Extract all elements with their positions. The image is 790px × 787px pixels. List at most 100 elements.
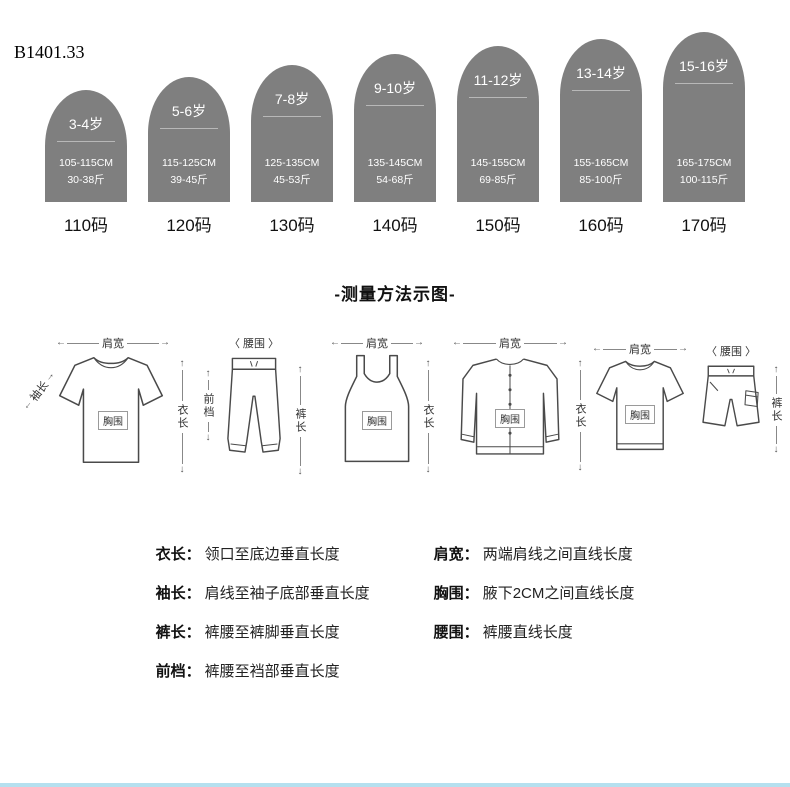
tshirt2-diagram: ← 肩宽 → 胸围 [588,341,692,501]
jacket-diagram: ← 肩宽 → 胸围 ↑ 衣长 ↓ [444,335,586,507]
height-range: 115-125CM [161,157,217,170]
definition-row: 前档： 裤腰至裆部垂直长度 [156,660,370,681]
age-range: 15-16岁 [679,58,729,74]
chest-label: 胸围 [495,409,525,428]
age-range: 9-10岁 [373,80,417,96]
weight-range: 30-38斤 [67,174,105,187]
measure-line [579,370,581,400]
definition-row: 胸围： 腋下2CM之间直线长度 [434,582,635,603]
weight-range: 85-100斤 [579,174,623,187]
definition-row: 腰围： 裤腰直线长度 [434,621,635,642]
jacket-outline-icon [460,358,560,455]
arch-top: 7-8岁 [254,89,330,117]
definition-text: 腋下2CM之间直线长度 [482,585,635,602]
measure-line [299,437,301,466]
age-range: 3-4岁 [68,116,104,132]
measure-line [775,376,777,394]
shoulder-label: 肩宽 [366,338,388,350]
pants-length-label: 裤长 [294,408,306,434]
measure-line [341,342,363,344]
arch-top: 15-16岁 [666,56,742,84]
specs: 125-135CM 45-53斤 [254,155,330,189]
shoulder-measure: ← 肩宽 → [56,335,170,351]
arch-top: 5-6岁 [151,101,227,129]
definition-row: 衣长： 领口至底边垂直长度 [156,543,370,564]
definition-row: 袖长： 肩线至袖子底部垂直长度 [156,582,370,603]
definitions: 衣长： 领口至底边垂直长度 袖长： 肩线至袖子底部垂直长度 裤长： 裤腰至裤脚垂… [0,543,790,699]
divider [675,83,733,84]
product-code: B1401.33 [14,42,85,62]
length-label: 衣长 [422,404,434,430]
specs: 135-145CM 54-68斤 [357,155,433,189]
pants-length-label: 裤长 [770,397,782,423]
definitions-right-column: 肩宽： 两端肩线之间直线长度 胸围： 腋下2CM之间直线长度 腰围： 裤腰直线长… [434,543,635,699]
arrow-right-icon: → [414,337,424,348]
divider [160,128,218,129]
size-column: 5-6岁 115-125CM 39-45斤 120码 [148,77,230,236]
arrow-right-icon: → [678,343,688,354]
definition-text: 裤腰直线长度 [482,624,573,641]
size-arch: 13-14岁 155-165CM 85-100斤 [560,39,642,202]
shorts-outline-icon [702,365,760,427]
measure-line [579,432,581,462]
arrow-left-icon: ← [56,337,66,348]
chest-label: 胸围 [625,405,655,424]
specs: 105-115CM 30-38斤 [48,155,124,189]
arrow-down-icon: ↓ [577,462,583,473]
measure-line [427,370,429,401]
size-arch: 5-6岁 115-125CM 39-45斤 [148,77,230,202]
shoulder-measure: ← 肩宽 → [330,335,424,351]
divider [263,116,321,117]
definition-text: 领口至底边垂直长度 [204,546,340,563]
arch-top: 13-14岁 [563,63,639,91]
definition-term: 裤长： [155,624,201,641]
arrow-left-icon: ← [330,337,340,348]
size-code: 130码 [269,216,315,235]
shoulder-measure: ← 肩宽 → [452,335,568,351]
size-column: 11-12岁 145-155CM 69-85斤 150码 [457,46,539,236]
size-code: 160码 [578,216,624,235]
measure-line [775,426,777,444]
length-measure: ↑ 衣长 ↓ [174,359,190,475]
rise-label: 前档 [202,393,214,419]
specs: 165-175CM 100-115斤 [666,155,742,189]
definition-term: 腰围： [433,624,479,641]
pants-length-measure: ↑ 裤长 ↓ [292,365,308,477]
weight-range: 39-45斤 [170,174,208,187]
measure-line [427,433,429,464]
divider [572,90,630,91]
length-measure: ↑ 衣长 ↓ [572,359,588,473]
pants-diagram: 〈 腰围 〉 ↑ 前档 ↓ ↑ 裤长 ↓ [198,335,310,507]
height-range: 125-135CM [264,157,320,170]
measure-line [67,342,99,344]
arrow-left-icon: ← [592,343,602,354]
size-column: 9-10岁 135-145CM 54-68斤 140码 [354,54,436,236]
size-code: 150码 [475,216,521,235]
bottom-accent-line [0,783,790,787]
height-range: 145-155CM [470,157,526,170]
length-measure: ↑ 衣长 ↓ [420,359,436,475]
definitions-left-column: 衣长： 领口至底边垂直长度 袖长： 肩线至袖子底部垂直长度 裤长： 裤腰至裤脚垂… [156,543,370,699]
size-column: 15-16岁 165-175CM 100-115斤 170码 [663,32,745,236]
size-code: 170码 [681,216,727,235]
arch-top: 11-12岁 [460,70,536,98]
definition-row: 肩宽： 两端肩线之间直线长度 [434,543,635,564]
specs: 115-125CM 39-45斤 [151,155,227,189]
definition-text: 两端肩线之间直线长度 [482,546,633,563]
definition-term: 衣长： [155,546,201,563]
shoulder-label: 肩宽 [102,338,124,350]
weight-range: 100-115斤 [679,174,729,187]
weight-range: 69-85斤 [479,174,517,187]
arch-top: 9-10岁 [357,78,433,106]
chest-label: 胸围 [362,411,392,430]
measure-line [603,348,626,350]
arrow-down-icon: ↓ [773,444,779,455]
arrow-down-icon: ↓ [297,466,303,477]
size-column: 13-14岁 155-165CM 85-100斤 160码 [560,39,642,236]
arrow-right-icon: → [160,337,170,348]
arrow-up-icon: ↑ [425,358,431,369]
pants-length-measure: ↑ 裤长 ↓ [768,365,784,455]
shorts-diagram: 〈 腰围 〉 ↑ 裤长 ↓ [694,343,784,503]
size-code: 140码 [372,216,418,235]
waist-label: 〈 腰围 〉 [228,338,280,350]
